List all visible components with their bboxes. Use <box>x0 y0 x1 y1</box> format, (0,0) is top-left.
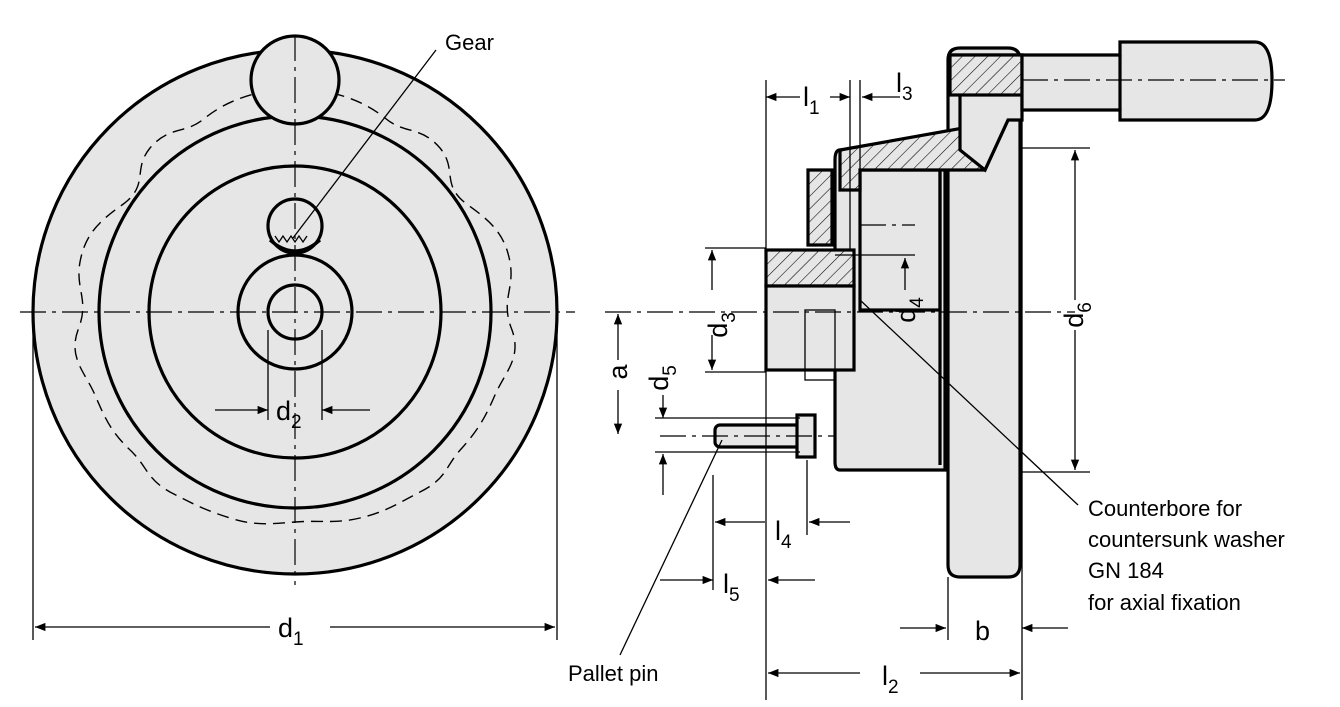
d5-label: d <box>644 376 674 391</box>
handle-grip <box>1020 40 1274 122</box>
counterbore-line2: countersunk washer <box>1088 527 1285 552</box>
svg-text:l1: l1 <box>803 82 820 119</box>
l5-label: l <box>723 569 729 599</box>
counterbore-line1: Counterbore for <box>1088 496 1242 521</box>
d6-label: d <box>1059 313 1089 328</box>
pallet-pin-label: Pallet pin <box>568 661 659 686</box>
d6-sub: 6 <box>1075 302 1096 313</box>
a-label: a <box>603 364 633 380</box>
l3-sub: 3 <box>902 84 913 105</box>
l4-label: l <box>775 516 781 546</box>
d1-sub: 1 <box>293 629 304 650</box>
l1-sub: 1 <box>809 98 820 119</box>
handle-stub-hatch <box>948 53 1024 97</box>
counterbore-line4: for axial fixation <box>1088 590 1241 615</box>
d2-sub: 2 <box>291 412 302 433</box>
side-section-view <box>605 40 1285 700</box>
svg-text:d3: d3 <box>703 312 740 338</box>
l3-label: l <box>896 68 902 98</box>
d2-label: d <box>276 396 291 426</box>
svg-text:l4: l4 <box>775 516 792 553</box>
d3-label: d <box>703 323 733 338</box>
svg-text:l2: l2 <box>882 661 899 698</box>
d3-sub: 3 <box>719 312 740 323</box>
svg-text:l5: l5 <box>723 569 740 606</box>
svg-text:d2: d2 <box>276 396 302 433</box>
hub-flange <box>858 168 942 312</box>
svg-text:d4: d4 <box>891 297 928 323</box>
counterbore-line3: GN 184 <box>1088 558 1164 583</box>
front-view <box>20 34 575 640</box>
counterbore-note: Counterbore for countersunk washer GN 18… <box>1088 496 1285 615</box>
svg-text:d6: d6 <box>1059 302 1096 328</box>
d4-sub: 4 <box>907 297 928 308</box>
svg-text:d5: d5 <box>644 365 681 391</box>
gear-teeth <box>274 234 308 244</box>
b-label: b <box>975 616 990 646</box>
gear-label: Gear <box>445 30 494 55</box>
l4-sub: 4 <box>781 532 792 553</box>
l5-sub: 5 <box>729 585 740 606</box>
l2-sub: 2 <box>888 677 899 698</box>
svg-text:d1: d1 <box>278 613 304 650</box>
d5-sub: 5 <box>660 365 681 376</box>
d4-label: d <box>891 308 921 323</box>
shaft-body <box>764 284 856 372</box>
l1-label: l <box>803 82 809 112</box>
svg-text:l3: l3 <box>896 68 913 105</box>
d1-label: d <box>278 613 293 643</box>
l2-label: l <box>882 661 888 691</box>
